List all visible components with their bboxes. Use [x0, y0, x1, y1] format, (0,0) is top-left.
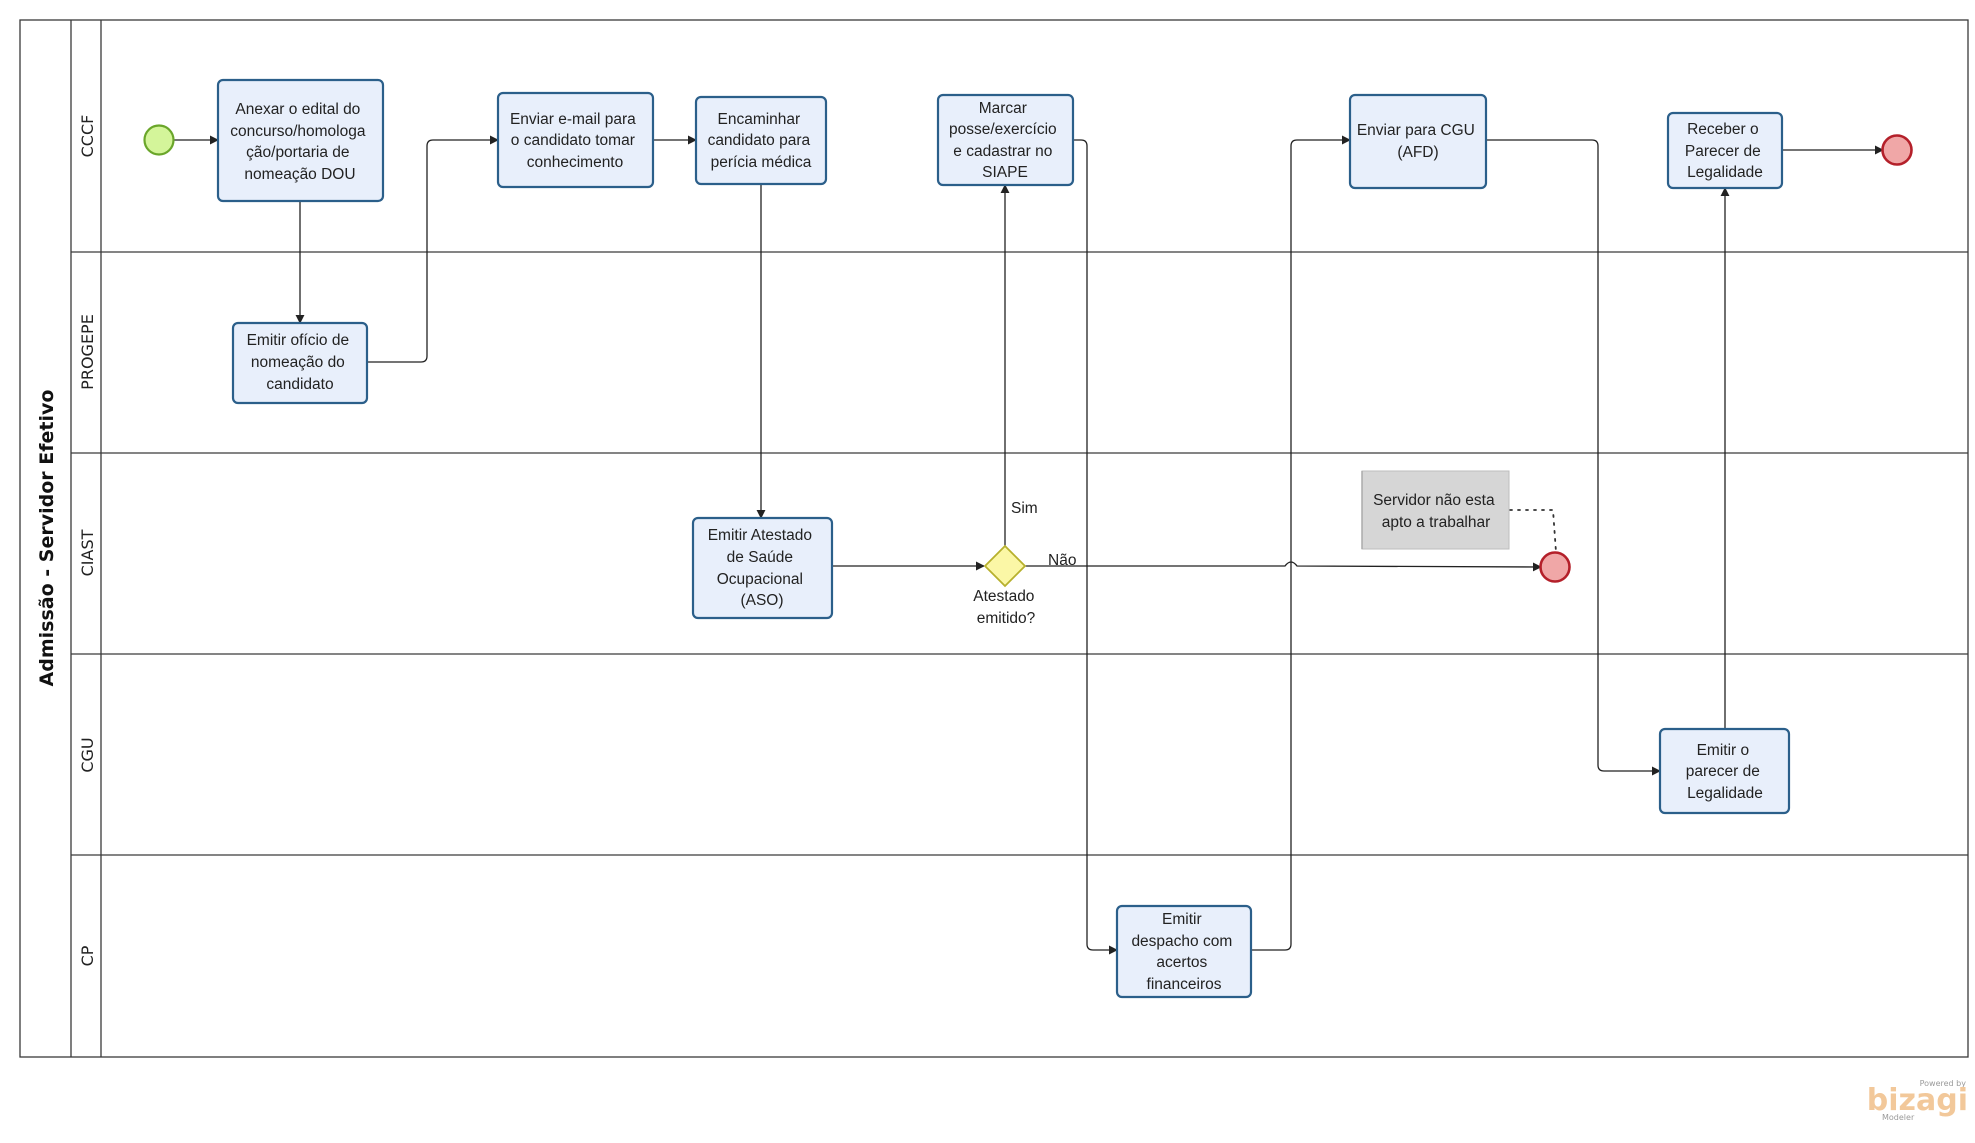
task-encaminhar[interactable]: Encaminhar candidato para perícia médica: [694, 95, 828, 186]
flow-enviar-cgu-to-parecer: [1486, 139, 1661, 776]
gateway-atestado-emitido: Atestado emitido? Sim Não: [973, 500, 1076, 627]
task-emitir-oficio[interactable]: Emitir ofício de nomeação do candidato: [231, 321, 369, 405]
lane-label-cp: CP: [78, 945, 97, 966]
bizagi-logo: Powered by bizagi Modeler: [1867, 1079, 1968, 1122]
lane-label-progepe: PROGEPE: [78, 314, 97, 390]
sequence-flows: [173, 135, 1884, 955]
task-enviar-email[interactable]: Enviar e-mail para o candidato tomar con…: [496, 91, 655, 189]
bizagi-wordmark: bizagi: [1867, 1083, 1968, 1118]
annotation-text: Servidor não esta apto a trabalhar: [1373, 492, 1499, 531]
text-annotation: Servidor não esta apto a trabalhar: [1361, 470, 1510, 550]
task-anexar-edital[interactable]: Anexar o edital do concurso/homologa ção…: [216, 78, 385, 203]
task-emitir-aso[interactable]: Emitir Atestado de Saúde Ocupacional (AS…: [691, 516, 834, 620]
task-marcar-posse[interactable]: Marcar posse/exercício e cadastrar no SI…: [936, 93, 1075, 187]
lane-label-ciast: CIAST: [78, 529, 97, 576]
task-anexar-edital-label: Anexar o edital do concurso/homologa ção…: [230, 101, 370, 183]
pool-title: Admissão - Servidor Efetivo: [36, 390, 58, 687]
task-receber-parecer-label: Receber o Parecer de Legalidade: [1685, 121, 1765, 181]
task-emitir-despacho-label: Emitir despacho com acertos financeiros: [1131, 911, 1236, 993]
flow-label-nao: Não: [1048, 552, 1076, 569]
flow-marcar-to-despacho: [1073, 139, 1118, 955]
flow-oficio-to-email: [367, 135, 499, 363]
task-enviar-email-label: Enviar e-mail para o candidato tomar con…: [510, 111, 640, 171]
task-emitir-despacho[interactable]: Emitir despacho com acertos financeiros: [1115, 904, 1253, 999]
task-encaminhar-label: Encaminhar candidato para perícia médica: [708, 111, 815, 171]
start-event: [143, 124, 175, 156]
flow-label-sim: Sim: [1011, 500, 1038, 517]
lane-label-cgu: CGU: [78, 737, 97, 772]
task-emitir-parecer[interactable]: Emitir o parecer de Legalidade: [1658, 727, 1791, 815]
task-emitir-oficio-label: Emitir ofício de nomeação do candidato: [247, 332, 354, 393]
task-marcar-posse-label: Marcar posse/exercício e cadastrar no SI…: [949, 100, 1061, 181]
end-event-final: [1881, 134, 1913, 166]
powered-by-text: Powered by: [1920, 1079, 1967, 1088]
task-enviar-cgu[interactable]: Enviar para CGU (AFD): [1348, 93, 1488, 190]
gateway-label: Atestado emitido?: [973, 588, 1039, 627]
modeler-text: Modeler: [1882, 1113, 1915, 1122]
task-emitir-aso-label: Emitir Atestado de Saúde Ocupacional (AS…: [708, 527, 817, 609]
task-receber-parecer[interactable]: Receber o Parecer de Legalidade: [1666, 111, 1784, 190]
flow-despacho-to-enviar-cgu: [1251, 135, 1351, 951]
lane-label-cccf: CCCF: [78, 115, 97, 158]
task-enviar-cgu-label: Enviar para CGU (AFD): [1357, 122, 1479, 161]
task-emitir-parecer-label: Emitir o parecer de Legalidade: [1686, 742, 1764, 802]
end-event-not-apt: [1539, 551, 1571, 583]
